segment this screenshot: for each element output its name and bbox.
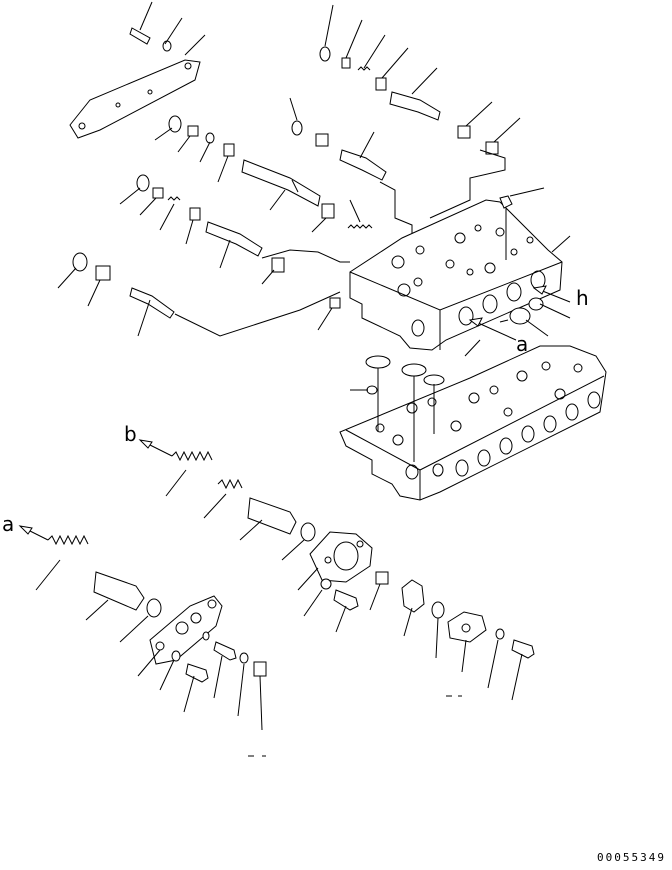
small-bolt	[213, 641, 237, 661]
label-h: h	[576, 286, 589, 310]
spool-long	[241, 159, 321, 207]
spring	[217, 478, 243, 490]
lower-valve-body	[339, 345, 607, 501]
label-a-left: a	[2, 512, 15, 536]
bolt	[185, 663, 209, 683]
washer	[162, 40, 172, 52]
gaskets	[464, 297, 571, 357]
bolt	[129, 27, 151, 45]
upper-valve-body	[317, 187, 571, 351]
spool-long	[205, 221, 263, 257]
plunger	[247, 497, 297, 535]
spring-assembly-b	[138, 439, 316, 561]
lower-cover-plate	[137, 595, 267, 731]
spool	[389, 91, 441, 121]
spring	[171, 450, 213, 462]
arrows	[468, 285, 571, 341]
middle-housing	[297, 531, 389, 633]
small-bolt	[499, 195, 513, 209]
bolt	[333, 589, 359, 611]
spring-assembly-a	[18, 525, 162, 643]
spool	[339, 149, 387, 181]
o-ring	[319, 46, 331, 62]
bolt	[511, 639, 535, 659]
second-row-valves	[289, 97, 506, 241]
label-a-block: a	[516, 332, 529, 356]
cover-plate	[69, 59, 201, 139]
stub-marks	[248, 695, 462, 757]
top-cover-plate-group	[69, 1, 206, 139]
plunger	[93, 571, 145, 611]
document-number: 00055349	[597, 851, 666, 864]
label-b: b	[124, 422, 137, 446]
plunger	[129, 287, 175, 319]
left-spool-assemblies	[119, 115, 373, 285]
spring	[47, 534, 89, 546]
top-right-valve-row	[319, 4, 521, 155]
lower-left-spool	[57, 252, 341, 337]
right-lower-parts	[401, 579, 535, 701]
